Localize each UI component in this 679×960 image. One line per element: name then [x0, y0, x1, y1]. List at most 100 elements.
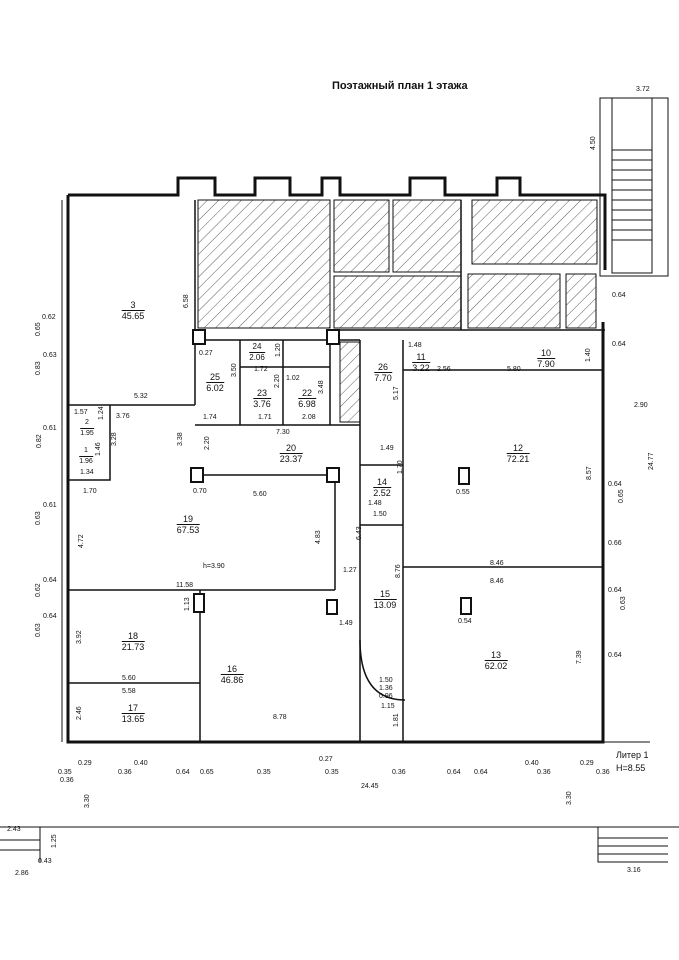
dim: 0.36: [596, 769, 610, 776]
room-number: 12: [506, 443, 530, 454]
dim: 1.70: [83, 488, 97, 495]
dim: 6.43: [356, 526, 363, 540]
dim: 3.76: [116, 413, 130, 420]
room-number: 25: [206, 372, 224, 383]
dim: 1.36: [379, 685, 393, 692]
dim: 4.50: [590, 136, 597, 150]
dim: 1.49: [339, 620, 353, 627]
dim: 0.63: [35, 511, 42, 525]
dim: 0.36: [60, 777, 74, 784]
dim: 0.65: [35, 322, 42, 336]
dim: 2.20: [204, 436, 211, 450]
stairs: [0, 97, 679, 863]
dim: 2.43: [7, 826, 21, 833]
dim: 3.38: [177, 432, 184, 446]
plan-title: Поэтажный план 1 этажа: [332, 80, 468, 92]
dim: 1.72: [254, 366, 268, 373]
dim: 0.35: [325, 769, 339, 776]
dim: 1.15: [381, 703, 395, 710]
dim: 0.55: [456, 489, 470, 496]
dim: 0.64: [612, 292, 626, 299]
dim: 0.35: [257, 769, 271, 776]
dim: 3.30: [566, 791, 573, 805]
room-area: 3.22: [412, 363, 430, 373]
room-area: 2.06: [249, 353, 265, 362]
dim: 2.86: [15, 870, 29, 877]
dim: 0.61: [43, 502, 57, 509]
dim: 2.08: [302, 414, 316, 421]
room-area: 13.65: [121, 714, 145, 724]
dim: 8.46: [490, 578, 504, 585]
room-number: 2: [80, 418, 94, 429]
room-number: 18: [121, 631, 145, 642]
dim: 0.43: [38, 858, 52, 865]
dim: 1.25: [51, 834, 58, 848]
dim: 0.64: [447, 769, 461, 776]
dim: 0.64: [608, 652, 622, 659]
room-number: 23: [253, 388, 271, 399]
dim: 0.64: [608, 587, 622, 594]
dim: 0.27: [319, 756, 333, 763]
dim: 1.74: [203, 414, 217, 421]
room-number: 22: [298, 388, 316, 399]
dim: 4.72: [78, 534, 85, 548]
room-area: 23.37: [279, 454, 303, 464]
dim: 8.76: [395, 564, 402, 578]
dim: 0.64: [474, 769, 488, 776]
dim: 1.50: [379, 677, 393, 684]
walls: [61, 176, 607, 744]
dim: 0.36: [392, 769, 406, 776]
room-area: 7.90: [537, 359, 555, 369]
dim: 5.17: [393, 386, 400, 400]
dim: 2.46: [76, 706, 83, 720]
liter-label: Литер 1: [616, 750, 649, 760]
dim: 1.48: [368, 500, 382, 507]
dim: 0.40: [134, 760, 148, 767]
dim: 2.90: [634, 402, 648, 409]
dim: 1.34: [80, 469, 94, 476]
dim: 1.40: [585, 348, 592, 362]
dim: 0.63: [620, 596, 627, 610]
room-number: 20: [279, 443, 303, 454]
dim: 3.72: [636, 86, 650, 93]
dim: 0.63: [35, 623, 42, 637]
dim: 1.50: [373, 511, 387, 518]
room-area: 1.95: [80, 430, 94, 437]
dim: 4.83: [315, 530, 322, 544]
dim: 1.71: [258, 414, 272, 421]
dim: 1.46: [95, 442, 102, 456]
dim: 0.40: [525, 760, 539, 767]
room-area: 62.02: [484, 661, 508, 671]
building-height: H=8.55: [616, 763, 646, 773]
dim: 7.30: [276, 429, 290, 436]
room-number: 10: [537, 348, 555, 359]
columns: [190, 329, 472, 615]
room-area: 6.02: [206, 383, 224, 393]
dim: 1.70: [397, 460, 404, 474]
dim: 3.48: [318, 380, 325, 394]
room-number: 15: [373, 589, 397, 600]
dim: 0.65: [618, 489, 625, 503]
dim: 5.32: [134, 393, 148, 400]
room-area: 3.76: [253, 399, 271, 409]
dim: 0.64: [608, 481, 622, 488]
dim: 0.82: [36, 434, 43, 448]
dim: 0.35: [58, 769, 72, 776]
dim: 1.27: [343, 567, 357, 574]
dim: 8.57: [586, 466, 593, 480]
room-number: 16: [220, 664, 244, 675]
dim: 0.83: [35, 361, 42, 375]
room-number: 14: [373, 477, 391, 488]
